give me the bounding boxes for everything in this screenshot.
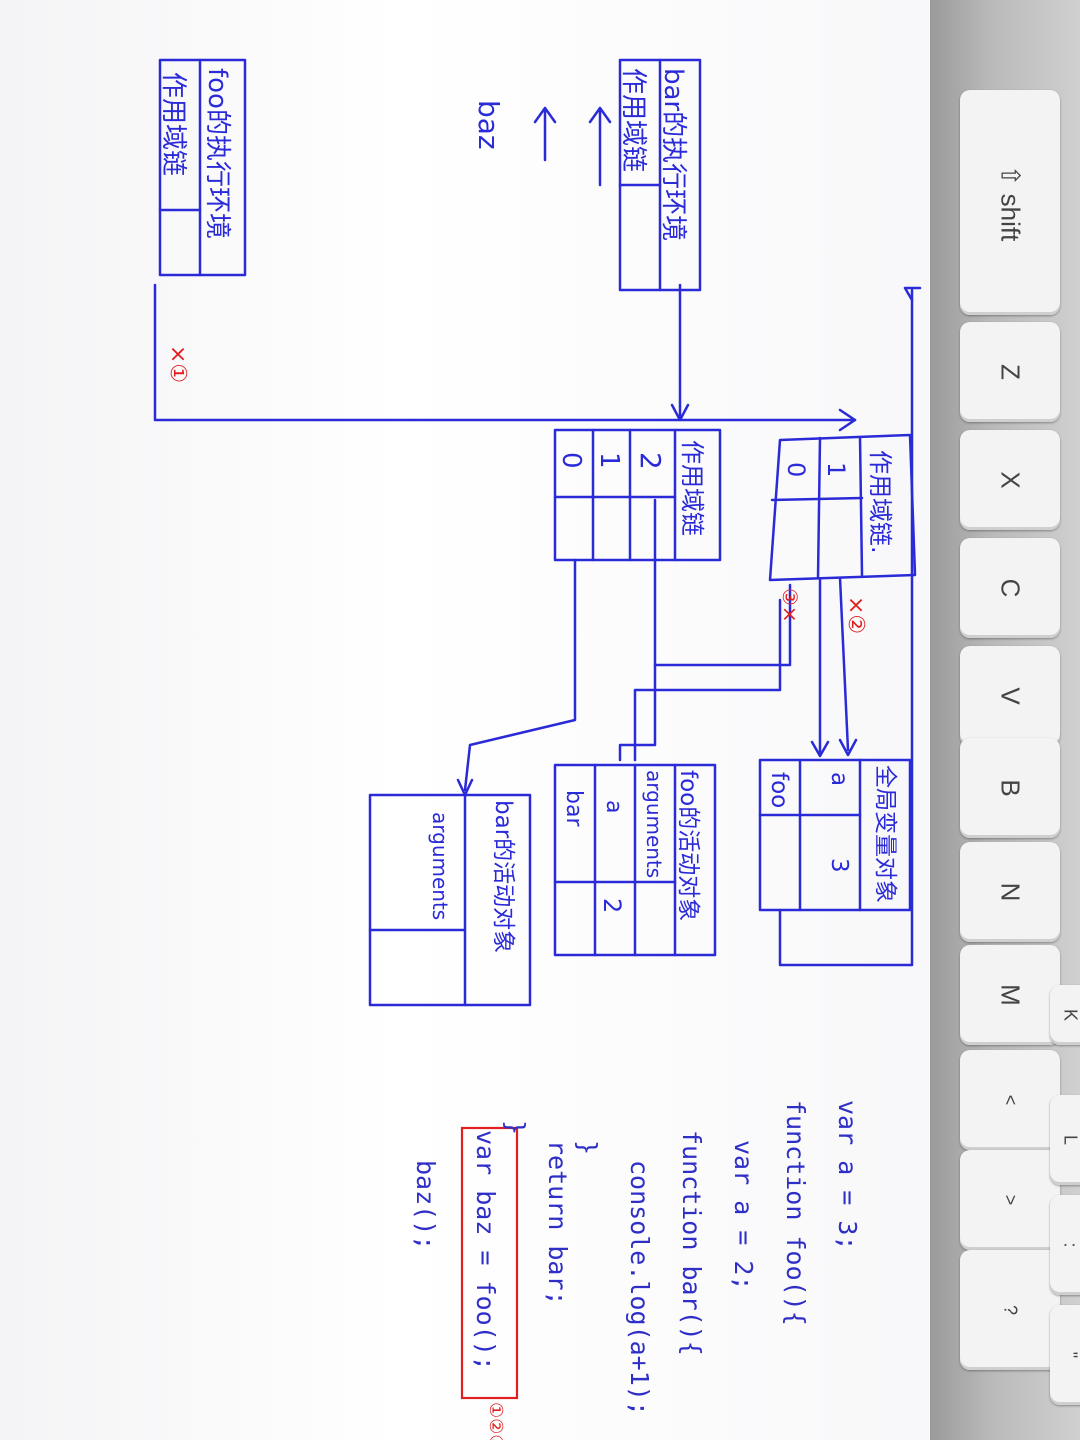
scope-chain-1-row: 0 [782,462,810,478]
code-line: var baz = foo(); [471,1130,500,1371]
key-n: N [960,842,1060,942]
foo-context-title: foo的执行环境 [202,68,232,239]
key-shift: ⇧ shift [960,90,1060,315]
code-line: var a = 2; [729,1140,758,1291]
scope-chain-2-box [553,428,722,562]
baz-label: baz [472,100,505,150]
foo-active-key-a: a [601,800,626,814]
global-variable-object-box [758,758,912,912]
key-x: X [960,430,1060,530]
cross-mark-1: ×① [165,345,190,384]
global-object-title: 全局变量对象 [872,765,898,903]
cross-mark-3: ③× [778,588,802,623]
key-greater-than: > [960,1150,1060,1250]
code-line: } [573,1140,602,1156]
key-less-than: < [960,1050,1060,1150]
key-k: K [1050,985,1080,1045]
foo-context-box [158,58,247,277]
scope-chain-1-row: 1 [822,462,850,478]
bar-context-title: bar的执行环境 [658,68,688,242]
key-l: L [1050,1095,1080,1185]
foo-active-key-bar: bar [561,790,586,827]
key-m: M [960,945,1060,1045]
code-line: function foo(){ [781,1100,810,1326]
cross-mark-2: ×② [843,596,868,635]
key-v: V [960,646,1060,746]
foo-context-scope-chain: 作用域链 [158,72,188,177]
code-line: console.log(a+1); [625,1160,654,1416]
foo-active-object-title: foo的活动对象 [675,770,701,922]
bar-active-key-arguments: arguments [428,812,452,921]
scope-chain-2-row: 0 [556,452,586,469]
key-c: C [960,538,1060,638]
scope-chain-2-row: 1 [594,452,624,469]
key-b: B [960,738,1060,838]
code-line: return bar; [543,1140,572,1306]
scope-chain-1-title: 作用域链. [866,450,894,554]
key-z: Z [960,322,1060,422]
scope-chain-2-title: 作用域链 [678,440,706,536]
key-colon: : [1050,1195,1080,1295]
highlight-baz-foo-line [460,1126,519,1400]
bar-active-object-box [368,793,532,1007]
code-line: function bar(){ [677,1130,706,1356]
bar-active-object-title: bar的活动对象 [490,800,516,954]
code-line: baz(); [411,1160,440,1251]
global-object-key-foo: foo [766,772,792,809]
global-object-key-a: a [826,772,852,787]
global-object-value-a: 3 [826,858,852,873]
paper-sheet [0,0,1000,1440]
hand-drawn-diagram [153,58,922,1400]
step-marks: ①②③ [485,1402,506,1440]
foo-active-key-arguments: arguments [642,770,666,879]
scope-chain-2-row: 2 [634,452,667,470]
scope-chain-1-box [768,433,917,582]
code-line: } [501,1120,530,1136]
code-line: var a = 3; [833,1100,862,1251]
foo-active-value-a: 2 [598,898,626,914]
key-quote: " [1050,1305,1080,1405]
key-question: ? [960,1250,1060,1370]
bar-context-scope-chain: 作用域链 [618,68,648,173]
